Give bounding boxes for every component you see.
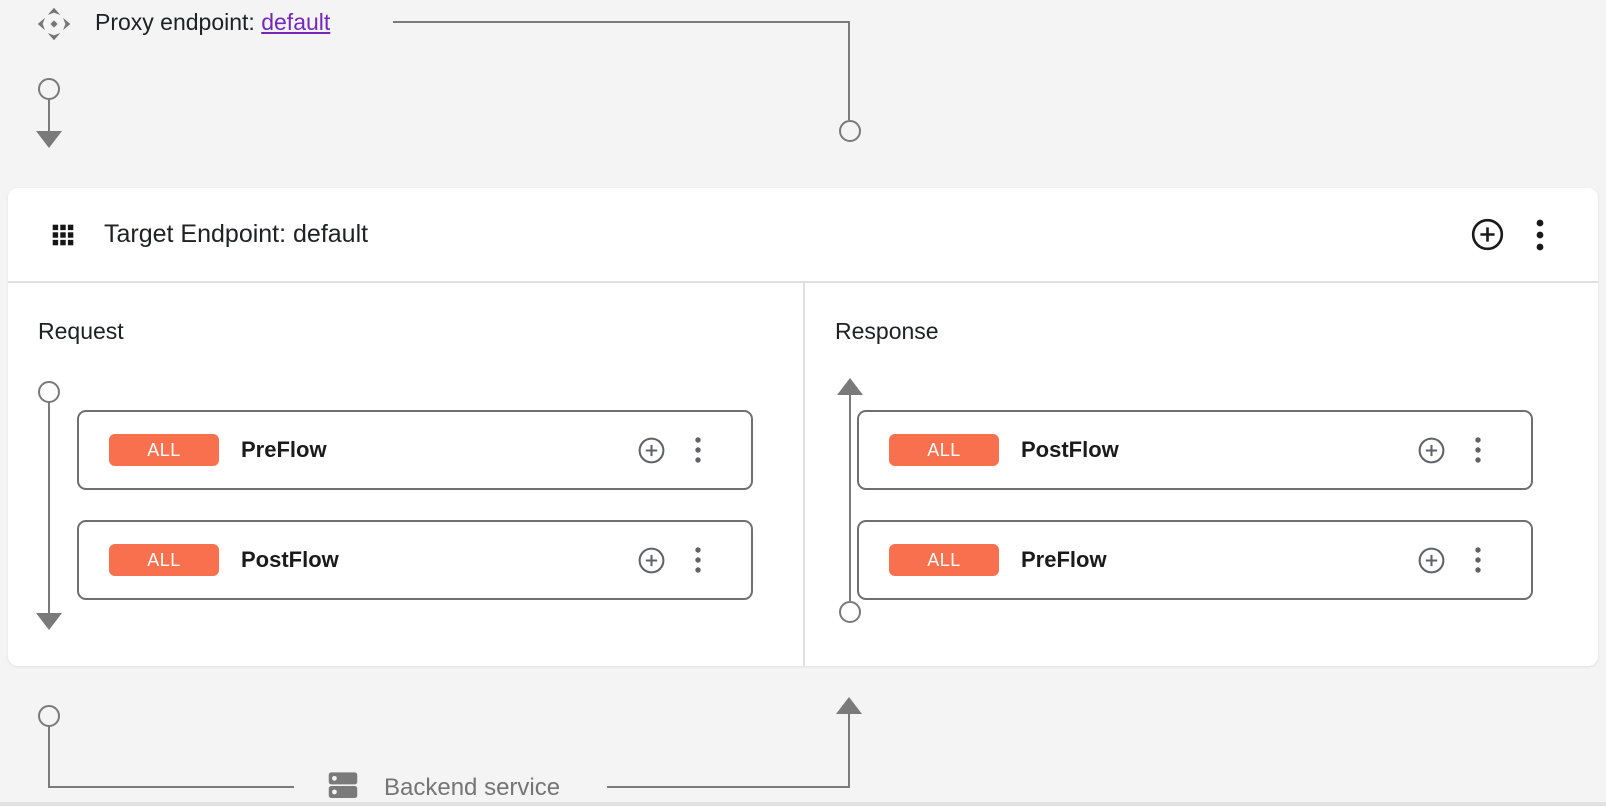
connector-circle	[38, 78, 60, 100]
proxy-endpoint-link[interactable]: default	[261, 9, 331, 35]
connector-line	[848, 21, 850, 120]
more-vert-icon[interactable]	[1473, 436, 1483, 464]
connector-line	[607, 786, 850, 788]
flow-box-response-postflow[interactable]: ALL PostFlow	[857, 410, 1533, 490]
more-vert-icon[interactable]	[1473, 546, 1483, 574]
request-panel-title: Request	[38, 318, 124, 344]
backend-service-icon	[324, 766, 362, 806]
horizontal-scrollbar-track[interactable]	[0, 802, 1606, 806]
connector-circle	[839, 120, 861, 142]
add-policy-icon[interactable]	[1416, 435, 1447, 466]
connector-line	[48, 726, 50, 788]
flow-box-request-preflow[interactable]: ALL PreFlow	[77, 410, 753, 490]
arrow-up-icon	[837, 378, 863, 395]
proxy-endpoint-label: Proxy endpoint: default	[95, 9, 330, 36]
connector-circle	[38, 381, 60, 403]
target-endpoint-header: Target Endpoint: default	[8, 188, 1598, 283]
arrow-up-icon	[836, 697, 862, 714]
flow-name: PostFlow	[241, 547, 339, 572]
arrow-down-icon	[36, 613, 62, 630]
add-policy-icon[interactable]	[1416, 545, 1447, 576]
connector-line	[393, 21, 850, 23]
more-vert-icon[interactable]	[693, 546, 703, 574]
condition-badge: ALL	[109, 544, 219, 576]
response-panel-title: Response	[835, 318, 939, 344]
arrow-down-icon	[36, 131, 62, 148]
more-vert-icon[interactable]	[1534, 218, 1546, 252]
connector-circle	[839, 601, 861, 623]
add-policy-icon[interactable]	[636, 545, 667, 576]
add-icon[interactable]	[1469, 216, 1506, 253]
connector-line	[48, 402, 50, 613]
add-policy-icon[interactable]	[636, 435, 667, 466]
target-endpoint-card: Target Endpoint: default Request	[8, 188, 1598, 666]
connector-line	[48, 99, 50, 131]
flow-name: PreFlow	[241, 437, 327, 462]
flow-name: PostFlow	[1021, 437, 1119, 462]
proxy-endpoint-text: Proxy endpoint:	[95, 9, 255, 35]
proxy-endpoint-icon	[36, 6, 72, 47]
condition-badge: ALL	[109, 434, 219, 466]
flow-box-request-postflow[interactable]: ALL PostFlow	[77, 520, 753, 600]
panel-divider	[803, 283, 805, 666]
connector-line	[48, 786, 294, 788]
target-endpoint-title: Target Endpoint: default	[104, 220, 369, 248]
flow-box-response-preflow[interactable]: ALL PreFlow	[857, 520, 1533, 600]
connector-line	[849, 395, 851, 601]
connector-circle	[38, 705, 60, 727]
more-vert-icon[interactable]	[693, 436, 703, 464]
flow-name: PreFlow	[1021, 547, 1107, 572]
connector-line	[848, 714, 850, 786]
backend-service-label: Backend service	[384, 774, 561, 801]
condition-badge: ALL	[889, 434, 999, 466]
target-endpoint-grid-icon	[50, 222, 76, 248]
condition-badge: ALL	[889, 544, 999, 576]
